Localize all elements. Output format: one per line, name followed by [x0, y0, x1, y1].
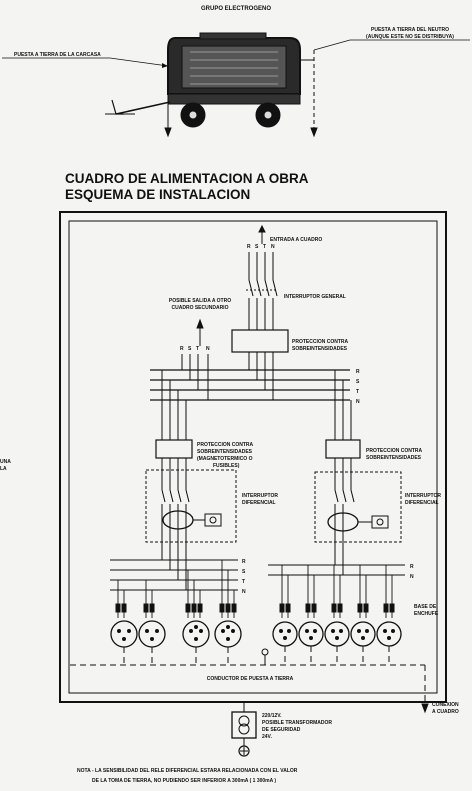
- generator-title: GRUPO ELECTROGENO: [201, 6, 271, 12]
- right-branch: [314, 370, 402, 575]
- neutral-earth-label-1: PUESTA A TIERRA DEL NEUTRO: [371, 27, 449, 33]
- dist-n-label: N: [242, 589, 246, 595]
- side-fragment-1: UNA: [0, 459, 11, 465]
- secondary-output-label-2: CUADRO SECUNDARIO: [172, 305, 229, 311]
- secondary-output-label-1: POSIBLE SALIDA A OTRO: [169, 298, 231, 304]
- panel: ENTRADA A CUADRO R S T N INTERRUPTOR GEN…: [59, 211, 459, 715]
- frame-earth-label: PUESTA A TIERRA DE LA CARCASA: [14, 52, 101, 58]
- main-switch-label: INTERRUPTOR GENERAL: [284, 294, 346, 300]
- socket-label-1: BASE DE: [414, 604, 437, 610]
- phase-s-top: S: [255, 244, 259, 250]
- socket-7: [324, 621, 350, 647]
- generator-trailer: [105, 32, 318, 138]
- right-sockets: [272, 565, 402, 647]
- socket-1: [110, 620, 138, 648]
- left-prot-label-4: FUSIBLES): [213, 463, 240, 469]
- socket-3: [182, 620, 210, 648]
- left-diff-label-2: DIFERENCIAL: [242, 500, 276, 506]
- connection-label-1: CONEXION: [432, 702, 459, 708]
- generator-set: GRUPO ELECTROGENO: [2, 6, 470, 138]
- phase-t-top: T: [263, 244, 266, 250]
- connection-label-2: A CUADRO: [432, 709, 459, 715]
- socket-label-2: ENCHUFE: [414, 611, 439, 617]
- bus-n-label: N: [356, 399, 360, 405]
- overcurrent-block-top: [231, 329, 289, 353]
- panel-inner-frame: [68, 220, 438, 694]
- left-overcurrent-block: [155, 439, 193, 459]
- neutral-earth-label-2: (AUNQUE ESTE NO SE DISTRIBUYA): [366, 34, 454, 40]
- dist-s-label: S: [242, 569, 246, 575]
- entry-label: ENTRADA A CUADRO: [270, 237, 322, 243]
- transformer-label-1: 220/12V.: [262, 713, 282, 719]
- right-prot-label-2: SOBREINTENSIDADES: [366, 455, 422, 461]
- phase-r-sec: R: [180, 346, 184, 352]
- dist-right-n-label: N: [410, 574, 414, 580]
- neutral-earth-callout: PUESTA A TIERRA DEL NEUTRO (AUNQUE ESTE …: [313, 27, 470, 51]
- note-line-2: DE LA TOMA DE TIERRA, NO PUDIENDO SER IN…: [92, 778, 276, 784]
- bus-r-label: R: [356, 369, 360, 375]
- dist-t-label: T: [242, 579, 245, 585]
- overcurrent-label-1: PROTECCION CONTRA: [292, 339, 349, 345]
- phase-t-sec: T: [196, 346, 199, 352]
- right-diff-label-2: DIFERENCIAL: [405, 500, 439, 506]
- socket-6: [298, 621, 324, 647]
- phase-s-sec: S: [188, 346, 192, 352]
- phase-n-sec: N: [206, 346, 210, 352]
- left-distribution-busbars: [110, 559, 238, 591]
- transformer-label-2: POSIBLE TRANSFORMADOR: [262, 720, 332, 726]
- dist-right-r-label: R: [410, 564, 414, 570]
- left-prot-label-3: (MAGNETOTERMICO O: [197, 456, 253, 462]
- transformer-label-4: 24V.: [262, 734, 272, 740]
- dist-r-label: R: [242, 559, 246, 565]
- frame-earth-callout: PUESTA A TIERRA DE LA CARCASA: [2, 52, 169, 68]
- bus-s-label: S: [356, 379, 360, 385]
- left-prot-label-2: SOBREINTENSIDADES: [197, 449, 253, 455]
- socket-5: [272, 621, 298, 647]
- panel-outer-frame: [59, 211, 447, 703]
- earth-conductor-label: CONDUCTOR DE PUESTA A TIERRA: [207, 676, 294, 682]
- phase-n-top: N: [271, 244, 275, 250]
- left-diff-label-1: INTERRUPTOR: [242, 493, 278, 499]
- heading-line-2: ESQUEMA DE INSTALACION: [65, 187, 250, 202]
- right-diff-label-1: INTERRUPTOR: [405, 493, 441, 499]
- note-line-1: NOTA - LA SENSIBILIDAD DEL RELE DIFERENC…: [77, 768, 298, 774]
- phase-r-top: R: [247, 244, 251, 250]
- right-distribution-busbars: [268, 564, 405, 576]
- transformer-label-3: DE SEGURIDAD: [262, 727, 301, 733]
- socket-4: [214, 620, 242, 648]
- heading-line-1: CUADRO DE ALIMENTACION A OBRA: [65, 171, 309, 186]
- side-fragment-2: LA: [0, 466, 7, 472]
- socket-2: [138, 620, 166, 648]
- safety-transformer: [231, 702, 257, 757]
- right-prot-label-1: PROTECCION CONTRA: [366, 448, 423, 454]
- main-busbars: [150, 369, 350, 401]
- main-switch: [246, 252, 278, 330]
- left-differential-box: [145, 469, 237, 543]
- earth-conductor: [70, 646, 426, 712]
- right-overcurrent-block: [325, 439, 361, 459]
- overcurrent-label-2: SOBREINTENSIDADES: [292, 346, 348, 352]
- socket-9: [376, 621, 402, 647]
- socket-8: [350, 621, 376, 647]
- left-branch: [145, 370, 237, 590]
- left-sockets: [110, 560, 242, 648]
- bus-t-label: T: [356, 389, 359, 395]
- left-prot-label-1: PROTECCION CONTRA: [197, 442, 254, 448]
- right-differential-box: [314, 471, 402, 543]
